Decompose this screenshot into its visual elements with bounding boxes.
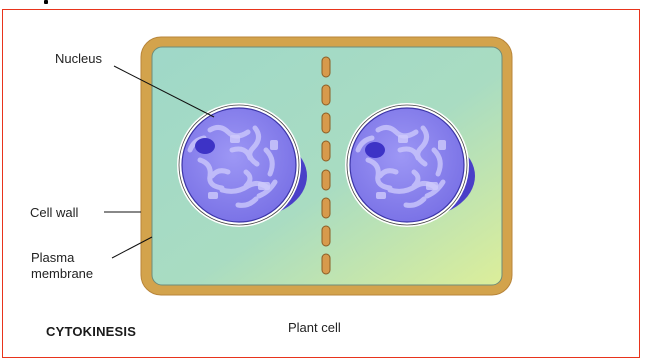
- nucleolus: [365, 142, 385, 158]
- plasma-membrane-label: Plasma membrane: [31, 250, 93, 282]
- vesicle: [322, 254, 330, 274]
- vesicle: [322, 198, 330, 218]
- vesicle: [322, 57, 330, 77]
- vesicle: [322, 226, 330, 246]
- vesicle: [322, 170, 330, 190]
- diagram-title: CYTOKINESIS: [46, 324, 136, 339]
- nucleus-label: Nucleus: [55, 51, 102, 66]
- vesicle: [322, 141, 330, 161]
- plasma-label-line2: membrane: [31, 266, 93, 282]
- diagram-caption: Plant cell: [288, 320, 341, 335]
- plasma-label-line1: Plasma: [31, 250, 93, 266]
- vesicle: [322, 85, 330, 105]
- vesicle: [322, 113, 330, 133]
- nucleolus: [195, 138, 215, 154]
- cell-wall-label: Cell wall: [30, 205, 78, 220]
